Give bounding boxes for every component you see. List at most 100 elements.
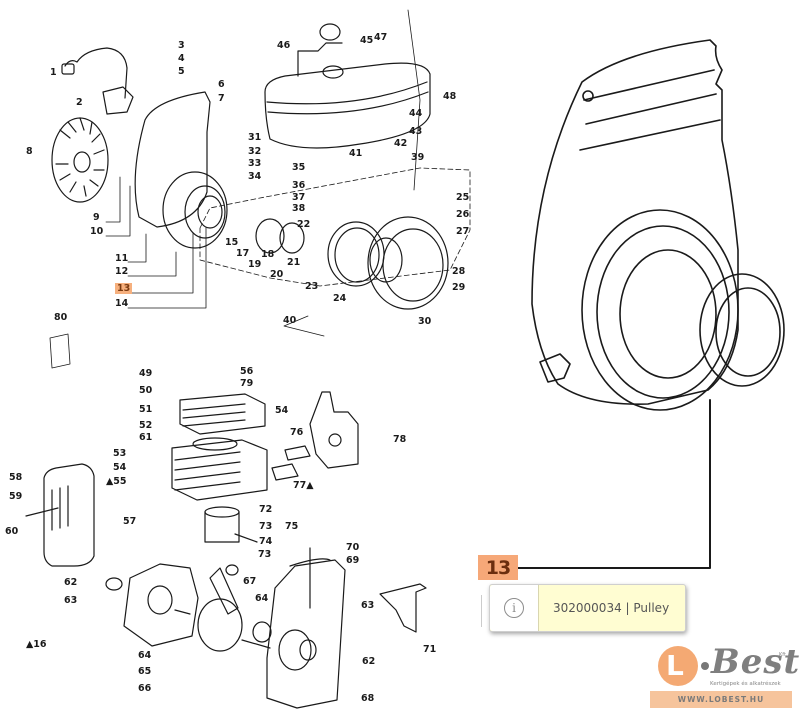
lobest-logo[interactable]: L Best Kft. Kertigépek és alkatrészek WW… <box>648 642 799 712</box>
part-label-25[interactable]: 25 <box>456 192 470 203</box>
part-label-4[interactable]: 4 <box>178 53 185 64</box>
part-label-50[interactable]: 50 <box>139 385 153 396</box>
part-label-15[interactable]: 15 <box>225 237 239 248</box>
part-label-27[interactable]: 27 <box>456 226 470 237</box>
part-label-23[interactable]: 23 <box>305 281 319 292</box>
part-label-21[interactable]: 21 <box>287 257 301 268</box>
part-label-42[interactable]: 42 <box>394 138 408 149</box>
part-label-39[interactable]: 39 <box>411 152 425 163</box>
callout-part-number-badge[interactable]: 13 <box>478 555 518 580</box>
part-label-74[interactable]: 74 <box>259 536 273 547</box>
crankshaft-part[interactable] <box>174 564 271 652</box>
part-label-66[interactable]: 66 <box>138 683 152 694</box>
part-label-67[interactable]: 67 <box>243 576 257 587</box>
piston-part[interactable] <box>204 506 258 543</box>
part-label-71[interactable]: 71 <box>423 644 437 655</box>
part-label-38[interactable]: 38 <box>292 203 306 214</box>
part-label-63[interactable]: 63 <box>64 595 78 606</box>
part-label-31[interactable]: 31 <box>248 132 262 143</box>
part-label-78[interactable]: 78 <box>393 434 407 445</box>
part-label-6[interactable]: 6 <box>218 79 225 90</box>
part-label-34[interactable]: 34 <box>248 171 262 182</box>
part-label-45[interactable]: 45 <box>360 35 374 46</box>
part-label-14[interactable]: 14 <box>115 298 129 309</box>
part-label-73[interactable]: 73 <box>259 521 273 532</box>
part-label-19[interactable]: 19 <box>248 259 262 270</box>
part-label-47[interactable]: 47 <box>374 32 388 43</box>
part-label-17[interactable]: 17 <box>236 248 250 259</box>
part-label-29[interactable]: 29 <box>452 282 466 293</box>
enlarged-part-13[interactable] <box>531 39 785 411</box>
part-label-59[interactable]: 59 <box>9 491 23 502</box>
part-label-46[interactable]: 46 <box>277 40 291 51</box>
part-label-61[interactable]: 61 <box>139 432 153 443</box>
part-label-44[interactable]: 44 <box>409 108 423 119</box>
part-label-75[interactable]: 75 <box>285 521 299 532</box>
part-label-1[interactable]: 1 <box>50 67 57 78</box>
part-label-77[interactable]: 77▲ <box>293 480 314 491</box>
fan-housing-part[interactable] <box>134 91 228 249</box>
part-label-64[interactable]: 64 <box>255 593 269 604</box>
part-label-72[interactable]: 72 <box>259 504 273 515</box>
part-label-36[interactable]: 36 <box>292 180 306 191</box>
part-label-70[interactable]: 70 <box>346 542 360 553</box>
recoil-starter-part[interactable] <box>199 167 471 310</box>
crankcase-right-part[interactable] <box>252 547 346 709</box>
part-label-32[interactable]: 32 <box>248 146 262 157</box>
part-label-26[interactable]: 26 <box>456 209 470 220</box>
part-label-16[interactable]: ▲16 <box>26 639 47 650</box>
part-label-20[interactable]: 20 <box>270 269 284 280</box>
part-label-12[interactable]: 12 <box>115 266 129 277</box>
part-label-28[interactable]: 28 <box>452 266 466 277</box>
bracket-part[interactable] <box>379 583 427 633</box>
part-label-49[interactable]: 49 <box>139 368 153 379</box>
part-label-58[interactable]: 58 <box>9 472 23 483</box>
part-label-53[interactable]: 53 <box>113 448 127 459</box>
part-label-18[interactable]: 18 <box>261 249 275 260</box>
part-label-37[interactable]: 37 <box>292 192 306 203</box>
part-label-40[interactable]: 40 <box>283 315 297 326</box>
part-label-57[interactable]: 57 <box>123 516 137 527</box>
crankcase-left-part[interactable] <box>105 563 199 647</box>
part-label-54[interactable]: 54 <box>113 462 127 473</box>
flywheel-part[interactable] <box>51 117 109 203</box>
fuel-tank-part[interactable] <box>264 23 431 149</box>
part-label-76[interactable]: 76 <box>290 427 304 438</box>
part-label-51[interactable]: 51 <box>139 404 153 415</box>
part-label-8[interactable]: 8 <box>26 146 33 157</box>
part-label-79[interactable]: 79 <box>240 378 254 389</box>
part-label-64[interactable]: 64 <box>138 650 152 661</box>
part-label-68[interactable]: 68 <box>361 693 375 704</box>
part-label-3[interactable]: 3 <box>178 40 185 51</box>
part-label-11[interactable]: 11 <box>115 253 129 264</box>
part-label-2[interactable]: 2 <box>76 97 83 108</box>
logo-url[interactable]: WWW.LOBEST.HU <box>650 691 792 708</box>
muffler-part[interactable] <box>25 463 95 567</box>
ignition-coil-part[interactable] <box>61 47 134 115</box>
part-label-69[interactable]: 69 <box>346 555 360 566</box>
part-label-35[interactable]: 35 <box>292 162 306 173</box>
part-label-54[interactable]: 54 <box>275 405 289 416</box>
part-label-80[interactable]: 80 <box>54 312 68 323</box>
part-label-24[interactable]: 24 <box>333 293 347 304</box>
part-label-65[interactable]: 65 <box>138 666 152 677</box>
part-label-56[interactable]: 56 <box>240 366 254 377</box>
part-label-63[interactable]: 63 <box>361 600 375 611</box>
part-label-43[interactable]: 43 <box>409 126 423 137</box>
carburetor-part[interactable] <box>271 391 359 481</box>
part-label-9[interactable]: 9 <box>93 212 100 223</box>
part-label-30[interactable]: 30 <box>418 316 432 327</box>
part-label-13[interactable]: 13 <box>115 283 133 294</box>
part-label-73[interactable]: 73 <box>258 549 272 560</box>
part-label-7[interactable]: 7 <box>218 93 225 104</box>
part-label-48[interactable]: 48 <box>443 91 457 102</box>
part-label-60[interactable]: 60 <box>5 526 19 537</box>
part-label-33[interactable]: 33 <box>248 158 262 169</box>
part-label-62[interactable]: 62 <box>362 656 376 667</box>
part-label-5[interactable]: 5 <box>178 66 185 77</box>
gasket-part[interactable] <box>49 333 71 369</box>
part-label-10[interactable]: 10 <box>90 226 104 237</box>
part-label-62[interactable]: 62 <box>64 577 78 588</box>
cylinder-part[interactable] <box>171 393 268 501</box>
part-label-41[interactable]: 41 <box>349 148 363 159</box>
